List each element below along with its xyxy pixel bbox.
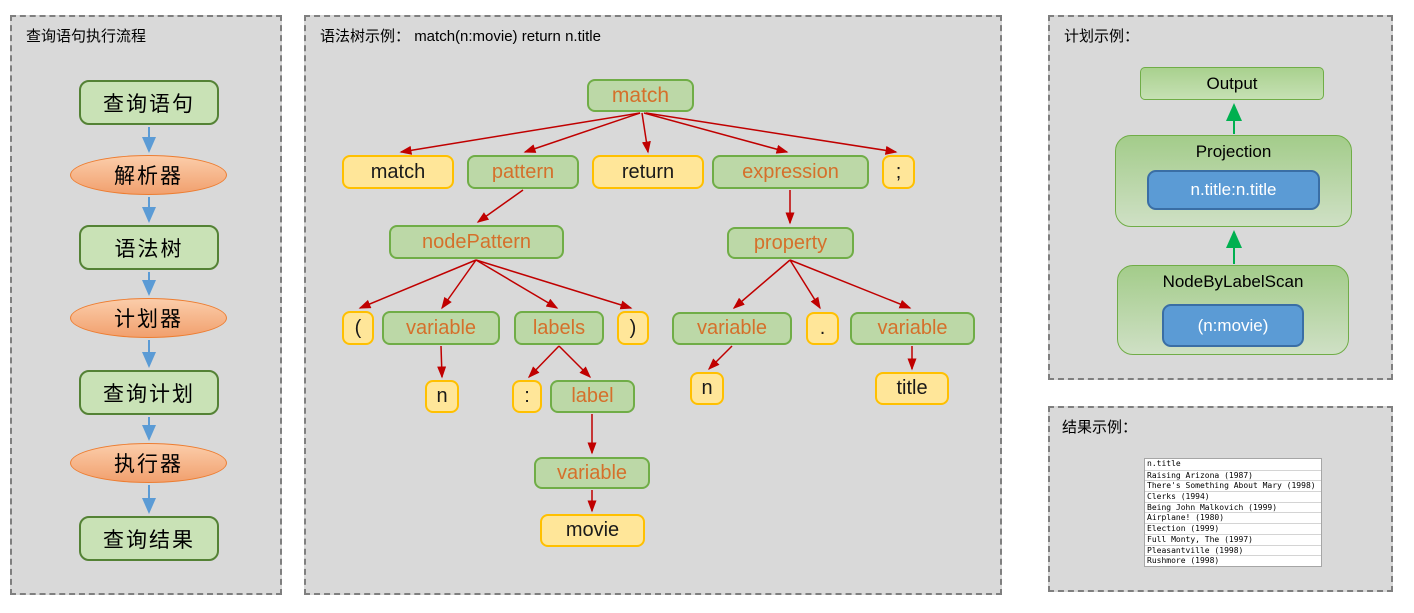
- result-panel: 结果示例： n.title Raising Arizona (1987) The…: [1048, 406, 1393, 592]
- syntax-tree-title-label: 语法树示例：: [320, 28, 411, 45]
- syntax-tree-panel: 语法树示例： match(n:movie) return n.title: [304, 15, 1002, 595]
- plan-panel: 计划示例： Output Projection n.title:n.title …: [1048, 15, 1393, 380]
- plan-panel-title: 计划示例：: [1064, 28, 1140, 45]
- tree-node-expression: expression: [712, 155, 869, 189]
- tree-node-variable-3: variable: [850, 312, 975, 345]
- flow-step-query-statement: 查询语句: [79, 80, 219, 125]
- flow-step-query-plan: 查询计划: [79, 370, 219, 415]
- tree-node-lparen: (: [342, 311, 374, 345]
- flow-panel: 查询语句执行流程 查询语句 解析器 语法树 计划器 查询计划 执行器 查询结果: [10, 15, 282, 595]
- tree-node-property: property: [727, 227, 854, 259]
- plan-scan-label: NodeByLabelScan: [1162, 272, 1304, 291]
- tree-node-labels: labels: [514, 311, 604, 345]
- flow-step-query-result: 查询结果: [79, 516, 219, 561]
- tree-node-semicolon: ;: [882, 155, 915, 189]
- tree-node-pattern: pattern: [467, 155, 579, 189]
- result-row: Clerks (1994): [1145, 491, 1321, 502]
- result-row: Being John Malkovich (1999): [1145, 501, 1321, 513]
- tree-node-movie: movie: [540, 514, 645, 547]
- syntax-tree-title-query: match(n:movie) return n.title: [414, 28, 601, 45]
- result-row: Election (1999): [1145, 523, 1321, 534]
- tree-node-label: label: [550, 380, 635, 413]
- result-row: Pleasantville (1998): [1145, 544, 1321, 556]
- syntax-tree-panel-title: 语法树示例： match(n:movie) return n.title: [320, 25, 601, 46]
- tree-node-dot: .: [806, 312, 839, 345]
- tree-node-match-root: match: [587, 79, 694, 112]
- tree-node-node-pattern: nodePattern: [389, 225, 564, 259]
- flow-step-planner: 计划器: [70, 298, 227, 338]
- result-row: Full Monty, The (1997): [1145, 533, 1321, 545]
- tree-node-rparen: ): [617, 311, 649, 345]
- tree-node-title: title: [875, 372, 949, 405]
- result-table: n.title Raising Arizona (1987) There's S…: [1144, 458, 1322, 567]
- tree-node-variable-4: variable: [534, 457, 650, 489]
- tree-node-n-2: n: [690, 372, 724, 405]
- tree-node-variable-2: variable: [672, 312, 792, 345]
- flow-step-parser: 解析器: [70, 155, 227, 195]
- tree-node-variable-1: variable: [382, 311, 500, 345]
- plan-scan-detail: (n:movie): [1162, 304, 1304, 347]
- plan-projection-label: Projection: [1195, 142, 1272, 161]
- flow-step-executor: 执行器: [70, 443, 227, 483]
- tree-node-n-1: n: [425, 380, 459, 413]
- plan-projection-detail: n.title:n.title: [1147, 170, 1320, 210]
- result-row: n.title: [1147, 459, 1181, 468]
- flow-panel-title: 查询语句执行流程: [26, 28, 147, 45]
- flow-step-syntax-tree: 语法树: [79, 225, 219, 270]
- result-row: Airplane! (1980): [1145, 512, 1321, 523]
- result-row: Rushmore (1998): [1145, 555, 1321, 566]
- result-row: Raising Arizona (1987): [1145, 469, 1321, 481]
- result-panel-title: 结果示例：: [1062, 419, 1138, 436]
- tree-node-match-keyword: match: [342, 155, 454, 189]
- result-row: There's Something About Mary (1998): [1145, 480, 1321, 491]
- tree-node-return-keyword: return: [592, 155, 704, 189]
- plan-output-box: Output: [1140, 67, 1324, 100]
- tree-node-colon: :: [512, 380, 542, 413]
